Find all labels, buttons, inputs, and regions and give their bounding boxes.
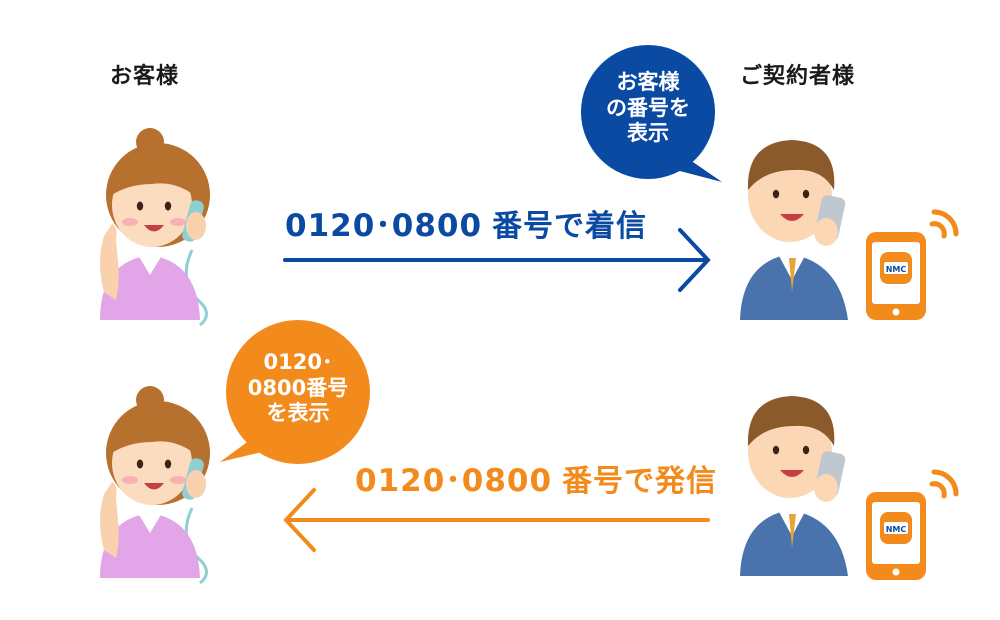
outgoing-label: 0120･0800 番号で発信 [355, 455, 717, 500]
app-label-bottom: NMC [886, 525, 907, 534]
outgoing-text: 番号で発信 [562, 464, 718, 499]
outgoing-arrow [283, 488, 710, 552]
incoming-text: 番号で着信 [492, 209, 648, 244]
woman-figure-bottom [100, 386, 210, 585]
orange-bubble-line: を表示 [266, 401, 330, 426]
blue-bubble-line: お客様 [616, 70, 680, 94]
app-label-top: NMC [886, 265, 907, 274]
blue-speech-bubble [581, 45, 722, 182]
orange-bubble-text: 0120･ 0800番号 を表示 [228, 350, 368, 427]
incoming-number: 0120･0800 [285, 208, 483, 244]
incoming-label: 0120･0800 番号で着信 [285, 200, 647, 245]
customer-title: お客様 [110, 64, 180, 89]
blue-bubble-text: お客様 の番号を 表示 [588, 70, 708, 147]
orange-bubble-line: 0120･ [263, 350, 333, 374]
orange-bubble-line: 0800番号 [247, 375, 349, 400]
woman-figure-top [100, 128, 210, 327]
subscriber-title: ご契約者様 [740, 64, 856, 89]
man-figure-bottom [740, 396, 848, 576]
smartphone-icon-bottom: NMC [866, 469, 959, 580]
orange-speech-bubble [220, 320, 370, 464]
outgoing-number: 0120･0800 [355, 463, 553, 499]
blue-bubble-line: 表示 [627, 121, 669, 146]
smartphone-icon-top: NMC [866, 209, 959, 320]
blue-bubble-line: の番号を [606, 95, 690, 120]
incoming-arrow [283, 228, 711, 292]
man-figure-top [740, 140, 848, 320]
